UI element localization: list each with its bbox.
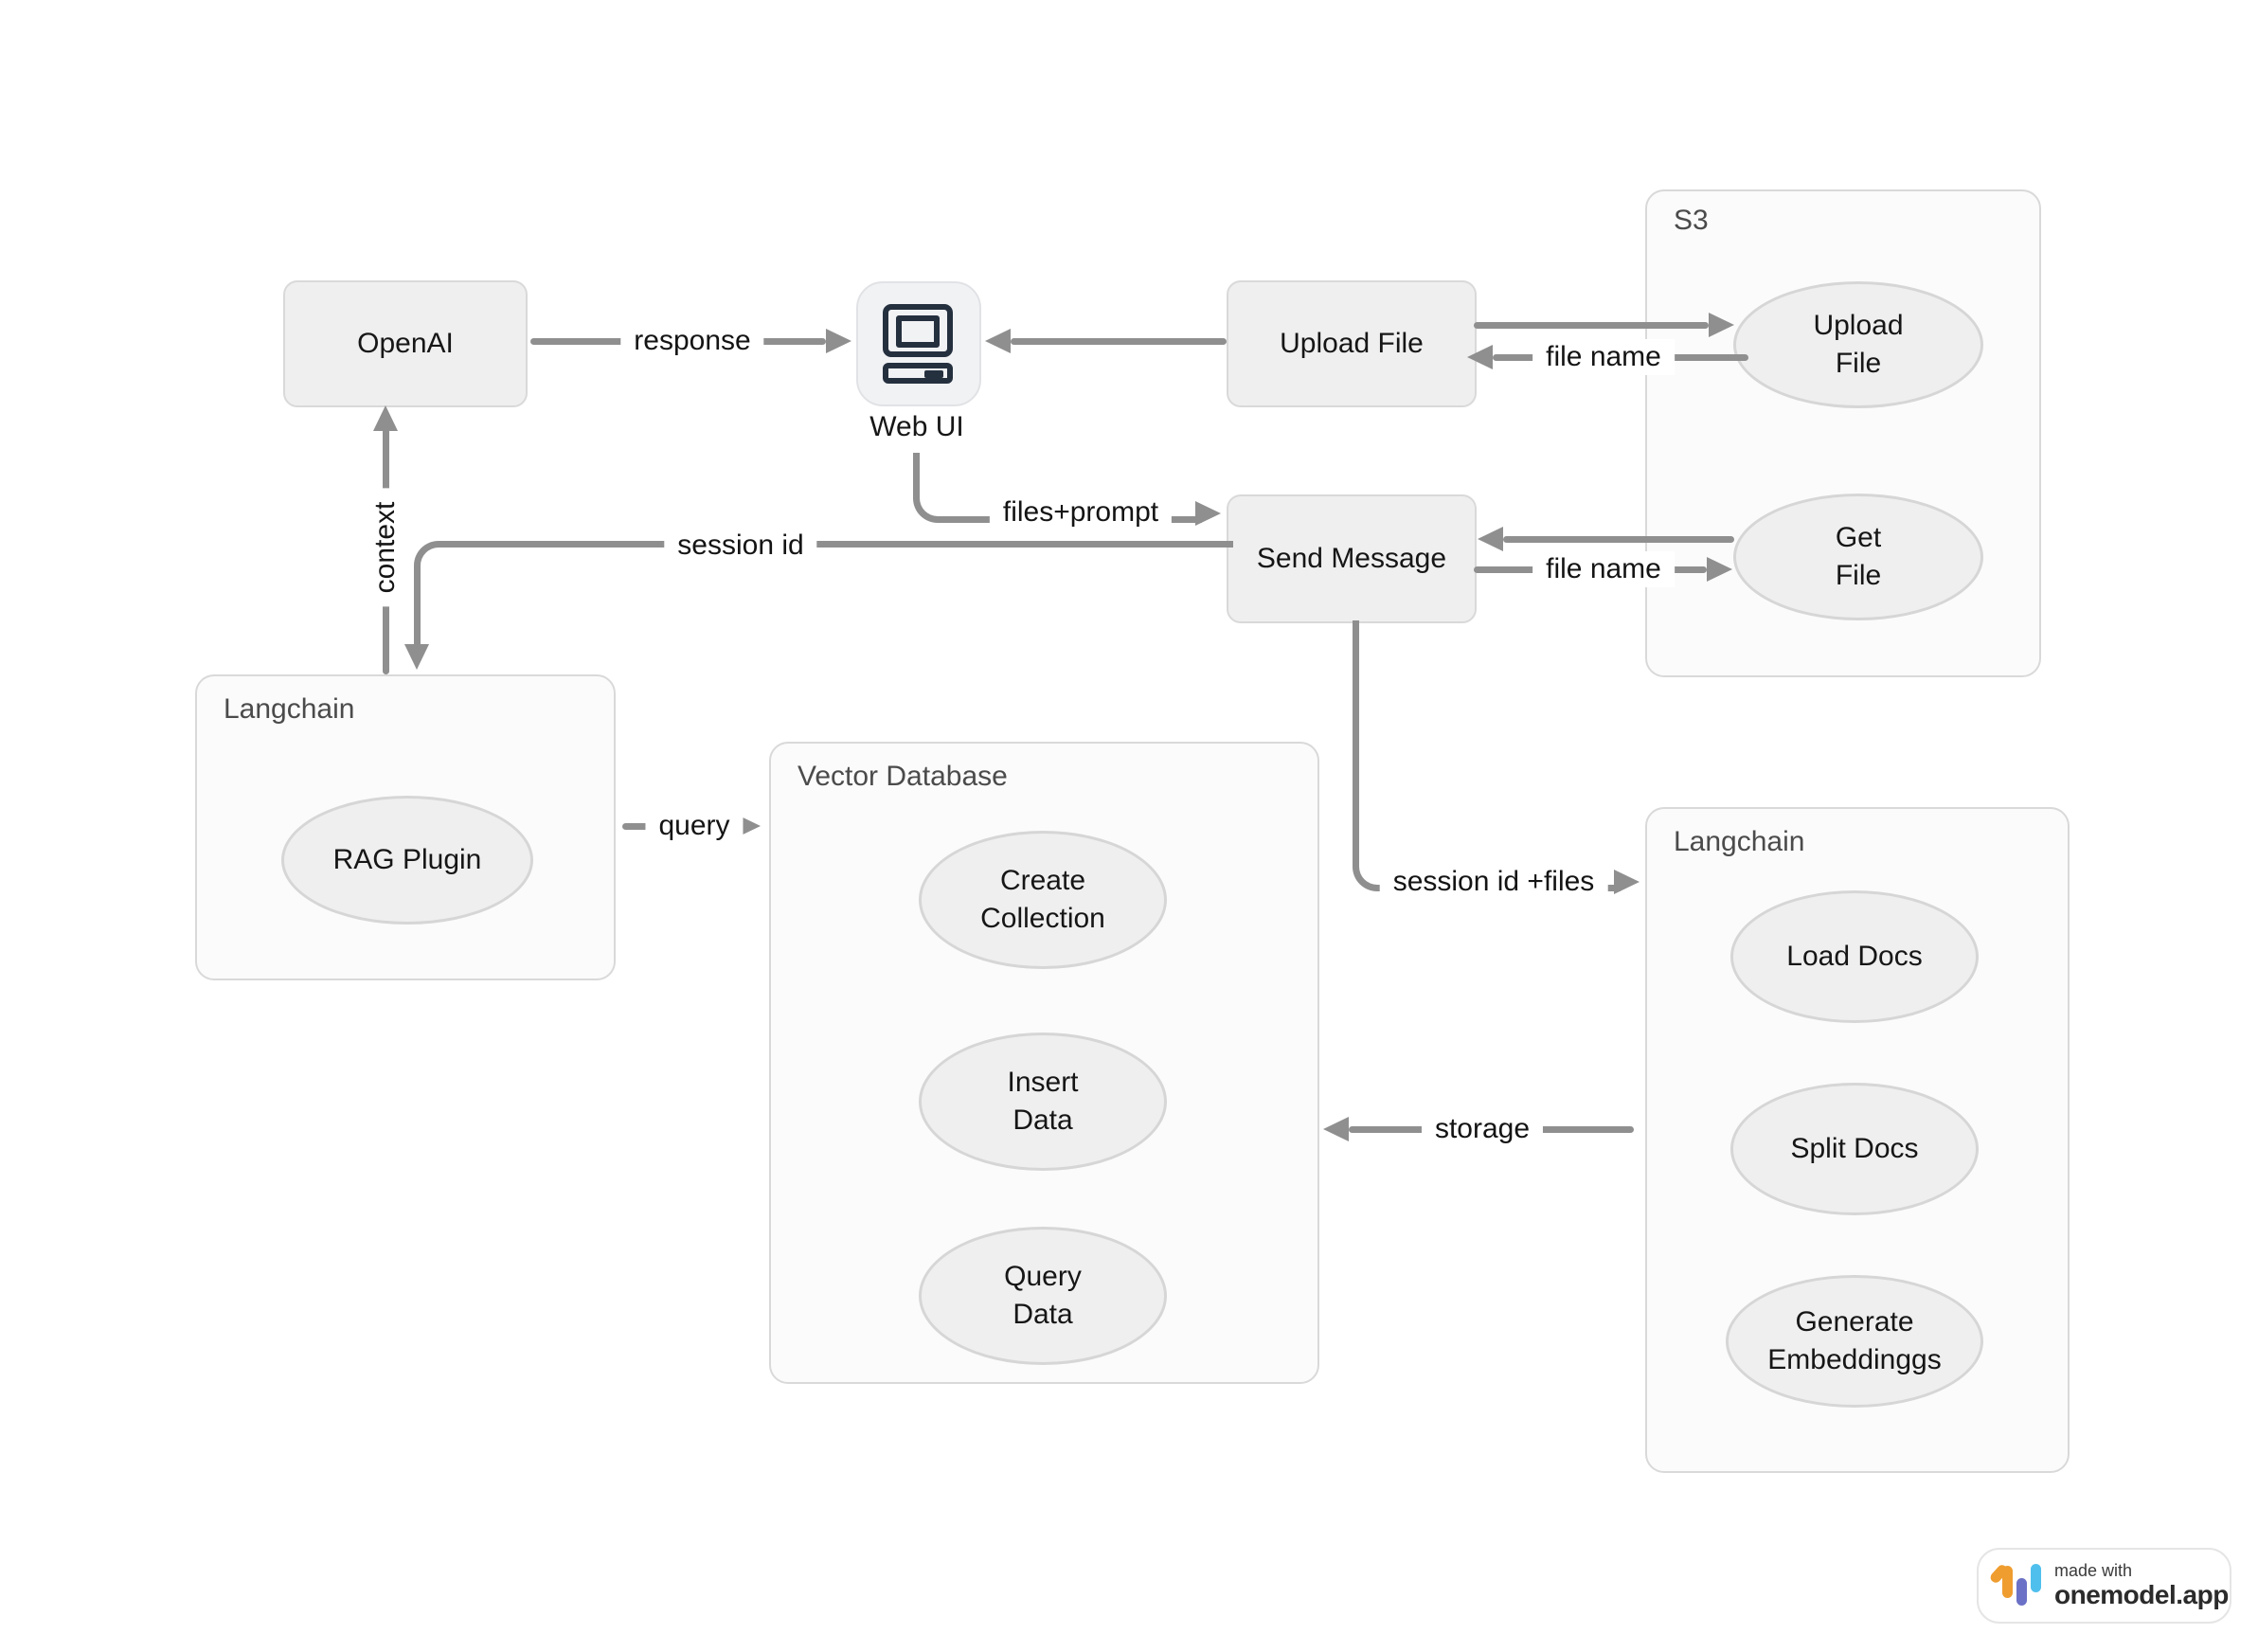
ellipse-split-docs-label: Split Docs [1790, 1133, 1919, 1164]
edge-context-label: context [367, 488, 403, 607]
badge-text: made with onemodel.app [2054, 1560, 2229, 1609]
computer-base-icon [883, 363, 953, 384]
edge-query-label: query [645, 808, 744, 844]
edge-file-name-upload-arrowhead [1467, 345, 1493, 369]
edge-storage-label: storage [1421, 1111, 1544, 1147]
edge-upload-to-s3-arrowhead [1709, 313, 1734, 337]
ellipse-create-collection-line1: Create [999, 865, 1086, 896]
edge-context-arrowhead [373, 405, 398, 431]
monitor-frame-icon [883, 304, 953, 357]
edge-session-id-files-label: session id +files [1379, 864, 1608, 900]
ellipse-s3-upload-file-line1: Upload [1813, 310, 1904, 341]
logo-bar-indigo [2016, 1578, 2027, 1606]
made-with-badge[interactable]: made with onemodel.app [1977, 1548, 2231, 1624]
edge-file-name-get-arrowhead [1707, 557, 1732, 582]
edge-session-id-arrowhead [404, 644, 429, 670]
badge-brand: onemodel.app [2054, 1580, 2229, 1609]
node-send-message: Send Message [1227, 494, 1477, 623]
edge-session-id-files-arrowhead [1614, 869, 1640, 894]
ellipse-generate-embeddings: Generate Embeddinggs [1726, 1275, 1983, 1408]
ellipse-insert-data: Insert Data [919, 1032, 1167, 1171]
ellipse-rag-plugin: RAG Plugin [281, 796, 533, 925]
ellipse-generate-embeddings-line1: Generate [1795, 1306, 1914, 1338]
ellipse-query-data: Query Data [919, 1227, 1167, 1365]
container-vector-database-label: Vector Database [797, 761, 1008, 792]
ellipse-split-docs: Split Docs [1730, 1083, 1979, 1215]
edge-upload-to-webui-arrowhead [985, 329, 1011, 353]
container-s3-label: S3 [1674, 205, 1709, 236]
node-upload-file-label: Upload File [1280, 328, 1424, 359]
ellipse-insert-data-line1: Insert [1007, 1067, 1079, 1098]
ellipse-query-data-line2: Data [1013, 1299, 1073, 1330]
ellipse-rag-plugin-label: RAG Plugin [332, 844, 482, 875]
edge-files-prompt-arrowhead [1195, 500, 1221, 526]
ellipse-load-docs: Load Docs [1730, 890, 1979, 1023]
node-send-message-label: Send Message [1256, 543, 1447, 574]
logo-bar-blue [2031, 1564, 2041, 1592]
node-openai: OpenAI [283, 280, 528, 407]
ellipse-create-collection: Create Collection [919, 831, 1167, 969]
edge-getfile-to-send-line [1503, 535, 1734, 543]
ellipse-s3-get-file: Get File [1733, 494, 1983, 620]
computer-slot-icon [924, 370, 943, 378]
ellipse-query-data-line1: Query [1004, 1261, 1082, 1292]
edge-file-name-upload-label: file name [1532, 339, 1675, 375]
edge-files-prompt-label: files+prompt [989, 494, 1173, 530]
edge-session-id-files-line [1353, 620, 1621, 891]
node-openai-label: OpenAI [357, 328, 454, 359]
ellipse-generate-embeddings-line2: Embeddinggs [1767, 1344, 1942, 1375]
ellipse-s3-upload-file-line2: File [1835, 348, 1882, 379]
edge-upload-to-s3-line [1474, 321, 1709, 329]
edge-response-arrowhead [826, 329, 851, 353]
node-web-ui [856, 281, 981, 406]
monitor-screen-icon [896, 315, 940, 348]
badge-made-with: made with [2054, 1561, 2133, 1580]
node-upload-file: Upload File [1227, 280, 1477, 407]
edge-session-id-label: session id [664, 528, 817, 564]
edge-getfile-to-send-arrowhead [1478, 527, 1503, 551]
computer-icon [858, 283, 979, 404]
edge-file-name-get-label: file name [1532, 551, 1675, 587]
edge-response-label: response [620, 323, 764, 359]
container-langchain-left-label: Langchain [224, 693, 355, 725]
ellipse-create-collection-line2: Collection [980, 903, 1105, 934]
ellipse-s3-get-file-line2: File [1835, 560, 1882, 591]
onemodel-logo-icon [1988, 1561, 2041, 1608]
ellipse-s3-get-file-line1: Get [1835, 522, 1882, 553]
ellipse-s3-upload-file: Upload File [1733, 281, 1983, 408]
edge-upload-to-webui-line [1011, 337, 1227, 345]
edge-storage-arrowhead [1323, 1117, 1349, 1141]
container-langchain-right-label: Langchain [1674, 826, 1805, 857]
node-web-ui-label: Web UI [869, 411, 964, 442]
ellipse-insert-data-line2: Data [1013, 1104, 1073, 1136]
edge-session-id-line [414, 541, 1233, 653]
logo-bar-orange [2002, 1566, 2013, 1598]
ellipse-load-docs-label: Load Docs [1786, 941, 1923, 972]
